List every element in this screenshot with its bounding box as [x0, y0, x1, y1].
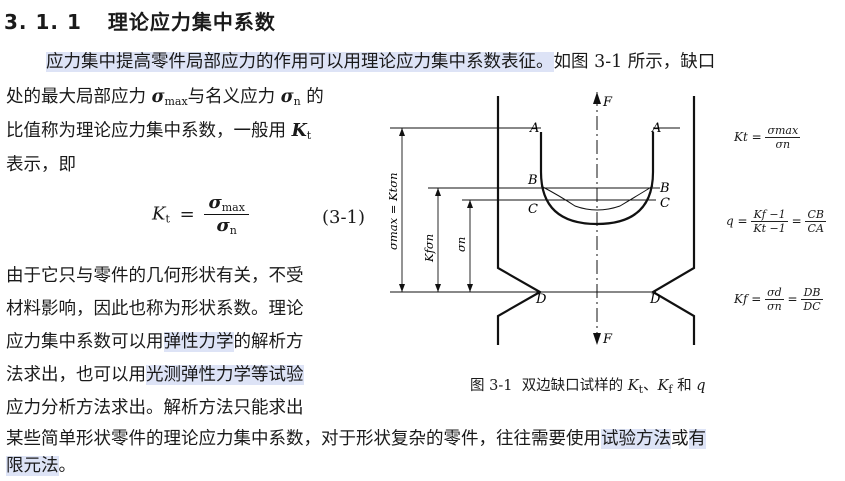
label-A-right: A [651, 121, 661, 136]
para1-line2: 处的最大局部应力 σmax与名义应力 σn 的 [6, 87, 324, 108]
force-arrow-bottom [593, 333, 601, 345]
para2-line1: 由于它只与零件的几何形状有关，不受 [6, 266, 304, 286]
label-B-left: B [527, 173, 538, 188]
dim-label-kf: Kfσn [422, 234, 436, 263]
highlight-elasticity: 弹性力学 [163, 332, 234, 352]
para2-line2: 材料影响，因此也称为形状系数。理论 [6, 299, 304, 319]
section-number: 3. 1. 1 [4, 10, 82, 34]
label-C-right: C [660, 196, 670, 211]
label-C-left: C [528, 202, 538, 217]
equation-3-1: Kt = σmax σn [152, 192, 249, 237]
figure-caption: 图 3-1 双边缺口试样的 Kt、Kf 和 q [470, 378, 706, 396]
highlight-definition: 应力集中提高零件局部应力的作用可以用理论应力集中系数表征。 [46, 52, 554, 72]
label-A-left: A [529, 121, 539, 136]
para1-line3: 比值称为理论应力集中系数，一般用 Kt [6, 121, 312, 142]
para1-line1: 应力集中提高零件局部应力的作用可以用理论应力集中系数表征。如图 3-1 所示，缺… [46, 52, 716, 72]
equation-fraction: σmax σn [204, 192, 249, 237]
equation-label: (3-1) [322, 207, 366, 228]
label-D-left: D [535, 292, 547, 307]
dim-label-smax: σmax = Ktσn [386, 172, 400, 250]
label-F-bottom: F [602, 332, 613, 347]
para2-line5: 应力分析方法求出。解析方法只能求出 [6, 398, 304, 418]
highlight-test-method: 试验方法 [601, 429, 671, 449]
label-B-right: B [659, 181, 670, 196]
section-title: 理论应力集中系数 [107, 10, 276, 34]
highlight-fem: 限元法 [6, 456, 59, 476]
para2-line7: 限元法。 [6, 456, 76, 476]
para2-line3: 应力集中系数可以用弹性力学的解析方 [6, 332, 304, 352]
label-D-right: D [649, 292, 661, 307]
para2-line4: 法求出，也可以用光测弹性力学等试验 [6, 365, 304, 385]
force-arrow-top [593, 92, 601, 104]
specimen-outline [496, 96, 696, 345]
para1-line4: 表示，即 [6, 155, 76, 175]
highlight-photoelasticity: 光测弹性力学等试验 [146, 365, 304, 385]
stress-curve [540, 185, 654, 211]
dim-label-sn: σn [454, 237, 468, 252]
label-F-top: F [602, 95, 613, 110]
para2-line6: 某些简单形状零件的理论应力集中系数，对于形状复杂的零件，往往需要使用试验方法或有 [6, 429, 706, 449]
section-heading: 3. 1. 1 理论应力集中系数 [4, 6, 276, 35]
